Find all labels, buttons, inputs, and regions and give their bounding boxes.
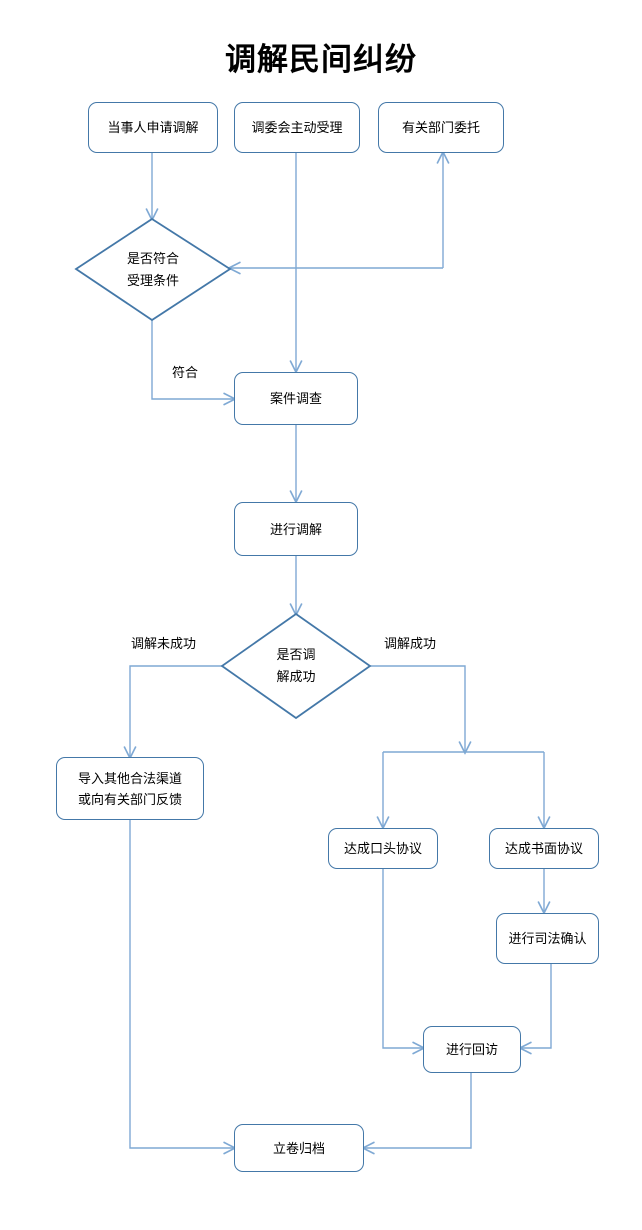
node-apply-label: 当事人申请调解 xyxy=(107,120,199,135)
node-check-conditions-line1: 是否符合 xyxy=(126,250,179,266)
node-judicial-confirm[interactable]: 进行司法确认 xyxy=(496,913,599,964)
node-investigate[interactable]: 案件调查 xyxy=(234,372,358,425)
edge-followup-to-archive xyxy=(364,1073,472,1148)
node-written-agreement[interactable]: 达成书面协议 xyxy=(489,828,599,869)
node-check-success[interactable]: 是否调 解成功 xyxy=(222,614,370,718)
node-check-success-line2: 解成功 xyxy=(276,669,316,684)
edge-label-qualified: 符合 xyxy=(172,365,199,380)
edge-label-mediation-succeeded: 调解成功 xyxy=(384,636,437,651)
node-check-success-label: 是否调 解成功 xyxy=(276,644,315,688)
node-oral-agreement-label: 达成口头协议 xyxy=(343,841,422,856)
decision-check-conditions-shape xyxy=(74,217,232,322)
edge-failed-to-other-channel xyxy=(130,665,222,757)
node-check-conditions[interactable]: 是否符合 受理条件 xyxy=(76,219,230,320)
node-other-channel[interactable]: 导入其他合法渠道 或向有关部门反馈 xyxy=(56,757,204,820)
node-judicial-confirm-label: 进行司法确认 xyxy=(508,931,587,946)
node-other-channel-line1: 导入其他合法渠道 xyxy=(77,770,182,786)
node-apply[interactable]: 当事人申请调解 xyxy=(88,102,218,153)
edge-label-mediation-failed: 调解未成功 xyxy=(131,636,197,651)
node-department[interactable]: 有关部门委托 xyxy=(378,102,504,153)
node-follow-up-label: 进行回访 xyxy=(445,1042,498,1057)
node-check-success-line1: 是否调 xyxy=(276,647,316,662)
node-check-conditions-line2: 受理条件 xyxy=(126,272,179,288)
edge-oral-to-followup xyxy=(382,869,423,1048)
edge-succeeded-down xyxy=(370,665,465,752)
decision-check-success-shape xyxy=(220,612,372,720)
node-committee[interactable]: 调委会主动受理 xyxy=(234,102,360,153)
node-mediate[interactable]: 进行调解 xyxy=(234,502,358,556)
node-committee-label: 调委会主动受理 xyxy=(251,120,343,135)
node-department-label: 有关部门委托 xyxy=(401,120,480,135)
page-title: 调解民间纠纷 xyxy=(225,42,417,77)
node-investigate-label: 案件调查 xyxy=(269,391,322,406)
node-archive[interactable]: 立卷归档 xyxy=(234,1124,364,1172)
node-check-conditions-label: 是否符合 受理条件 xyxy=(127,248,179,292)
edge-other-channel-to-archive xyxy=(129,820,234,1148)
node-archive-label: 立卷归档 xyxy=(272,1140,325,1156)
node-mediate-label: 进行调解 xyxy=(269,521,322,537)
edge-judicial-to-followup xyxy=(521,964,552,1048)
node-other-channel-line2: 或向有关部门反馈 xyxy=(77,791,182,807)
node-written-agreement-label: 达成书面协议 xyxy=(504,841,583,856)
node-oral-agreement[interactable]: 达成口头协议 xyxy=(328,828,438,869)
node-follow-up[interactable]: 进行回访 xyxy=(423,1026,521,1073)
edge-qualified-to-investigate xyxy=(151,320,234,399)
